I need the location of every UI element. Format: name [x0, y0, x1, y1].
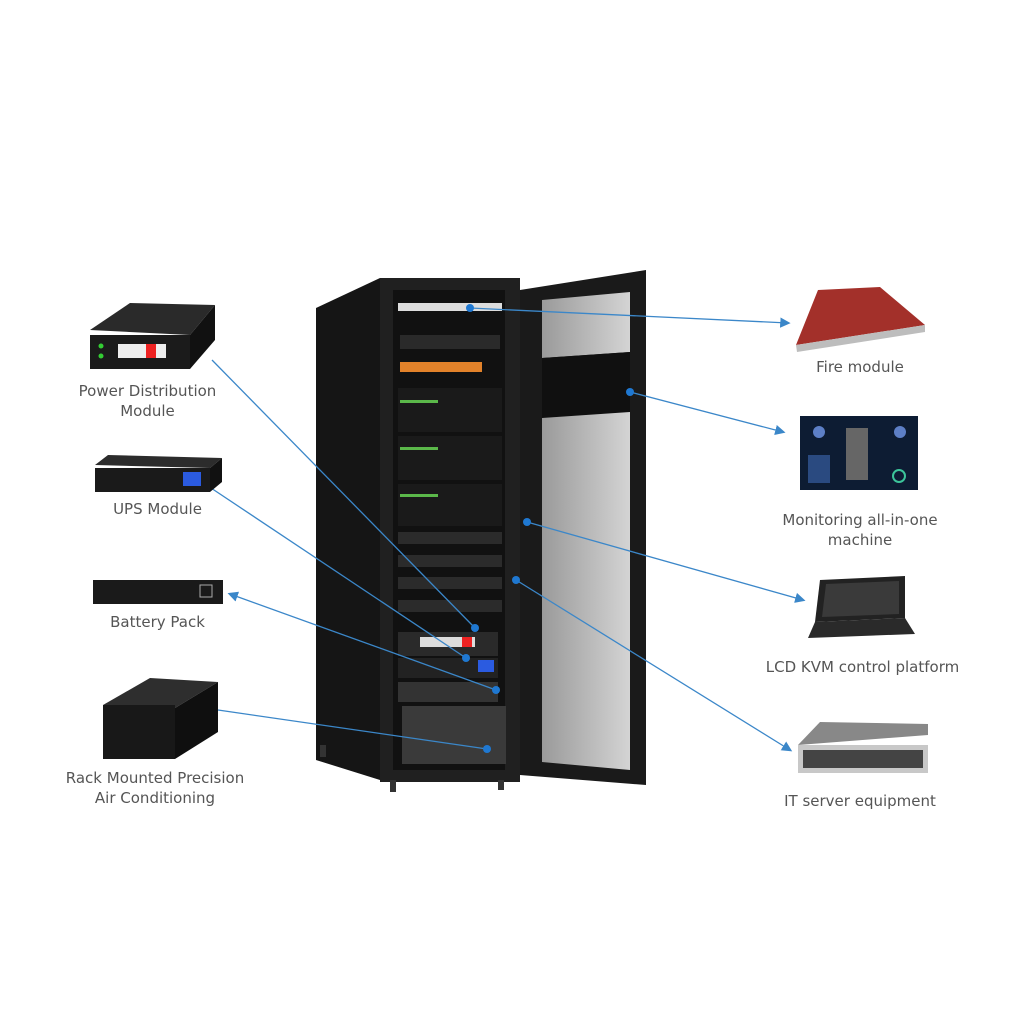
- connector-dots: [462, 304, 634, 753]
- ups-unit-icon: [95, 455, 222, 492]
- label-line: Power Distribution: [78, 382, 217, 400]
- label-power-distribution-module: Power Distribution Module: [70, 381, 225, 421]
- connector-server: [515, 579, 793, 752]
- rack-cabinet: [316, 278, 520, 792]
- label-monitoring-machine: Monitoring all-in-one machine: [760, 510, 960, 550]
- fire-module-icon: [796, 287, 925, 352]
- label-line: Battery Pack: [110, 613, 205, 631]
- rack-server-icon: [798, 722, 928, 773]
- connector-pdm: [211, 359, 476, 629]
- connector-ac: [217, 709, 488, 750]
- label-line: Rack Mounted Precision: [65, 769, 245, 787]
- label-line: machine: [827, 531, 893, 549]
- connector-battery: [227, 591, 497, 691]
- kvm-laptop-icon: [808, 576, 915, 638]
- rack-door: [520, 270, 646, 785]
- label-lcd-kvm: LCD KVM control platform: [750, 657, 975, 677]
- label-line: Module: [120, 402, 175, 420]
- label-line: LCD KVM control platform: [765, 658, 960, 676]
- label-it-server: IT server equipment: [770, 791, 950, 811]
- label-ups-module: UPS Module: [80, 499, 235, 519]
- pdu-unit-icon: [90, 303, 215, 369]
- label-fire-module: Fire module: [780, 357, 940, 377]
- label-line: Monitoring all-in-one: [782, 511, 938, 529]
- connectors: [207, 307, 806, 752]
- connector-monitor: [629, 391, 786, 436]
- label-line: Air Conditioning: [94, 789, 216, 807]
- label-air-conditioning: Rack Mounted Precision Air Conditioning: [55, 768, 255, 808]
- connector-kvm: [526, 521, 806, 603]
- label-line: UPS Module: [113, 500, 202, 518]
- label-line: IT server equipment: [784, 792, 936, 810]
- label-line: Fire module: [816, 358, 904, 376]
- connector-ups: [207, 485, 467, 659]
- connector-fire: [469, 307, 791, 328]
- monitor-screen-icon: [800, 416, 918, 490]
- battery-pack-icon: [93, 580, 223, 604]
- label-battery-pack: Battery Pack: [80, 612, 235, 632]
- air-conditioner-icon: [103, 678, 218, 759]
